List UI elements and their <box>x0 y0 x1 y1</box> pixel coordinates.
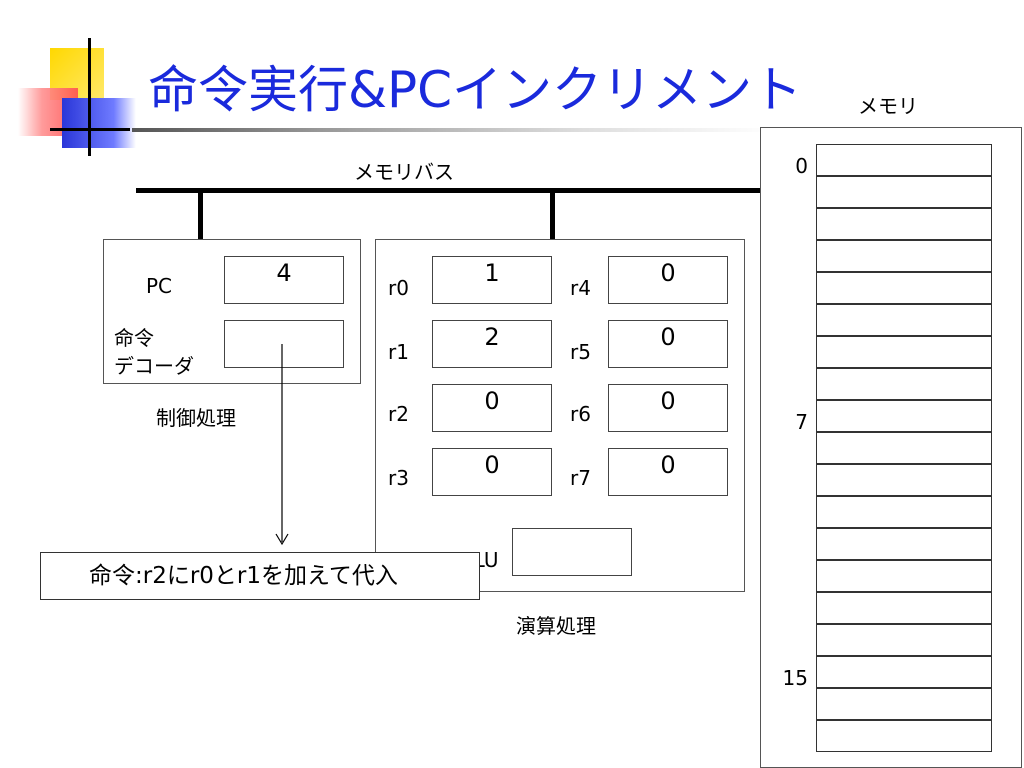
decoder-arrow <box>275 344 289 546</box>
memory-cell <box>816 400 992 432</box>
control-unit-label: 制御処理 <box>156 406 236 430</box>
register-r1-value: 2 <box>484 323 500 351</box>
register-r3: 0 <box>432 448 552 496</box>
decor-blue-square <box>62 98 136 148</box>
alu-box <box>512 528 632 576</box>
decor-vertical-line <box>88 38 91 156</box>
memory-bus <box>136 188 760 193</box>
memory-cell <box>816 464 992 496</box>
register-r6: 0 <box>608 384 728 432</box>
memory-cell <box>816 528 992 560</box>
memory-cell <box>816 688 992 720</box>
decor-horizontal-line <box>50 128 130 131</box>
register-r0-label: r0 <box>388 276 409 300</box>
register-r3-value: 0 <box>484 451 500 479</box>
register-r6-value: 0 <box>660 387 676 415</box>
memory-cell <box>816 656 992 688</box>
register-r0-value: 1 <box>484 259 500 287</box>
register-r2-label: r2 <box>388 402 409 426</box>
pc-value: 4 <box>276 259 292 287</box>
memory-cell <box>816 368 992 400</box>
register-r6-label: r6 <box>570 402 591 426</box>
pc-label: PC <box>146 274 173 298</box>
register-r1-label: r1 <box>388 340 409 364</box>
alu-unit-label: 演算処理 <box>516 614 596 638</box>
register-r5-label: r5 <box>570 340 591 364</box>
memory-address-label: 0 <box>795 154 808 178</box>
memory-cell <box>816 432 992 464</box>
decoder-label-line1: 命令 <box>114 326 154 350</box>
memory-cell <box>816 304 992 336</box>
memory-address-label: 7 <box>795 410 808 434</box>
memory-address-label: 15 <box>782 666 808 690</box>
register-r2: 0 <box>432 384 552 432</box>
memory-cell <box>816 720 992 752</box>
register-r3-label: r3 <box>388 466 409 490</box>
memory-cell <box>816 144 992 176</box>
register-r4-label: r4 <box>570 276 591 300</box>
register-r4: 0 <box>608 256 728 304</box>
memory-cell <box>816 560 992 592</box>
register-r0: 1 <box>432 256 552 304</box>
memory-cell <box>816 592 992 624</box>
register-r1: 2 <box>432 320 552 368</box>
register-r7: 0 <box>608 448 728 496</box>
bus-stub-control <box>198 192 203 240</box>
bus-stub-alu <box>550 192 555 240</box>
register-r4-value: 0 <box>660 259 676 287</box>
decoder-label-line2: デコーダ <box>114 354 194 378</box>
memory-bus-label: メモリバス <box>354 160 454 184</box>
memory-cell <box>816 208 992 240</box>
memory-cell <box>816 624 992 656</box>
register-r7-value: 0 <box>660 451 676 479</box>
title-underline <box>132 128 772 132</box>
memory-cell <box>816 272 992 304</box>
memory-cell <box>816 336 992 368</box>
slide-title: 命令実行&PCインクリメント <box>148 61 803 119</box>
register-r7-label: r7 <box>570 466 591 490</box>
pc-register: 4 <box>224 256 344 304</box>
register-r2-value: 0 <box>484 387 500 415</box>
register-r5-value: 0 <box>660 323 676 351</box>
memory-cell <box>816 496 992 528</box>
memory-title: メモリ <box>858 94 918 118</box>
instruction-note: 命令:r2にr0とr1を加えて代入 <box>40 552 480 600</box>
instruction-decoder <box>224 320 344 368</box>
memory-cell <box>816 240 992 272</box>
memory-cell <box>816 176 992 208</box>
register-r5: 0 <box>608 320 728 368</box>
